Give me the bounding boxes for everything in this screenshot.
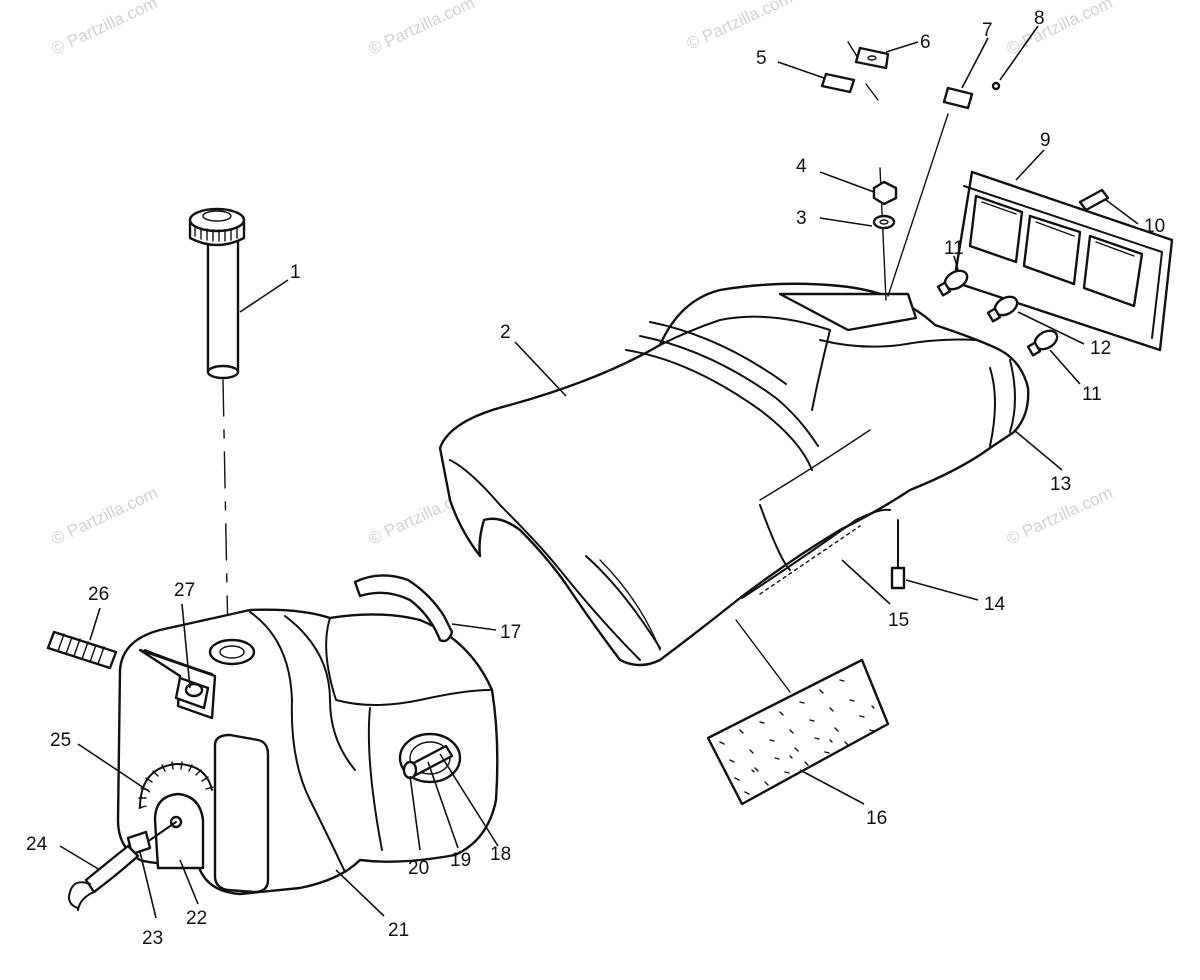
callout-18: 18 — [490, 844, 511, 865]
callout-11-lower: 11 — [1082, 384, 1102, 405]
callout-7: 7 — [982, 20, 993, 41]
callout-27: 27 — [174, 580, 195, 601]
callout-11-upper: 11 — [944, 238, 964, 259]
bulb-part — [936, 269, 1059, 357]
callout-6: 6 — [920, 32, 931, 53]
callout-17: 17 — [500, 622, 521, 643]
filler-neck-bottom — [206, 364, 240, 380]
callout-4: 4 — [796, 156, 807, 177]
seat-base-edge — [741, 508, 891, 599]
seat-panel — [778, 292, 918, 332]
taillight-housing-part — [952, 170, 1174, 352]
seat-screw-head — [890, 566, 906, 590]
callout-23: 23 — [142, 928, 163, 949]
callout-1: 1 — [290, 262, 301, 283]
seat-foam-pad — [706, 658, 890, 806]
seat-base-part — [741, 508, 891, 599]
tank-strap — [353, 574, 454, 643]
latch-plate-part — [887, 81, 1001, 297]
fuel-sender-part — [398, 732, 462, 784]
filler-cap-top — [188, 207, 246, 233]
tank-strap-part — [353, 574, 454, 643]
callout-19: 19 — [450, 850, 471, 871]
callout-25: 25 — [50, 730, 71, 751]
fuel-line-part — [68, 830, 152, 911]
callout-labels: 1 2 3 4 5 6 7 8 9 10 11 11 12 13 14 15 1… — [26, 8, 1165, 949]
nut-washer-part — [872, 167, 898, 301]
seat-cover — [438, 282, 1030, 667]
seat-part — [438, 282, 1030, 667]
callout-14: 14 — [984, 594, 1006, 615]
taillight-window-1 — [968, 194, 1024, 264]
callout-16: 16 — [866, 808, 887, 829]
watermark: © Partzilla.com — [49, 483, 161, 549]
callout-15: 15 — [888, 610, 909, 631]
seat-screw-part — [890, 519, 906, 590]
latch-plate — [942, 86, 974, 110]
callout-13: 13 — [1050, 474, 1071, 495]
callout-26: 26 — [88, 584, 109, 605]
fuel-line-hose — [84, 844, 140, 894]
bracket-6 — [854, 46, 890, 70]
lock-nut — [872, 180, 898, 206]
leader-lines — [59, 25, 1139, 919]
fuel-gauge-housing — [153, 792, 205, 870]
callout-21: 21 — [388, 920, 409, 941]
fuel-gauge-part — [138, 761, 214, 870]
callout-2: 2 — [500, 322, 511, 343]
fuel-tank-filler-opening — [208, 638, 256, 666]
watermark: © Partzilla.com — [684, 0, 796, 54]
callout-8: 8 — [1034, 8, 1045, 29]
bracket-5 — [820, 72, 856, 94]
callout-24: 24 — [26, 834, 48, 855]
bracket-part — [820, 41, 890, 101]
callout-20: 20 — [408, 858, 429, 879]
callout-9: 9 — [1040, 130, 1051, 151]
seat-foam-pad-part — [706, 619, 890, 806]
callout-10: 10 — [1144, 216, 1165, 237]
filler-neck-part — [188, 207, 246, 641]
filler-neck-tube — [206, 238, 240, 374]
latch-screw — [991, 81, 1001, 91]
callout-5: 5 — [756, 48, 767, 69]
callout-12: 12 — [1090, 338, 1111, 359]
fuel-tank-recess — [213, 733, 270, 894]
watermark: © Partzilla.com — [49, 0, 161, 59]
watermark: © Partzilla.com — [366, 0, 478, 59]
fuel-sender-washer — [402, 760, 418, 780]
taillight-screw — [1078, 188, 1110, 212]
vent-hose-part — [46, 630, 210, 710]
callout-3: 3 — [796, 208, 807, 229]
callout-22: 22 — [186, 908, 207, 929]
flat-washer — [872, 214, 896, 230]
